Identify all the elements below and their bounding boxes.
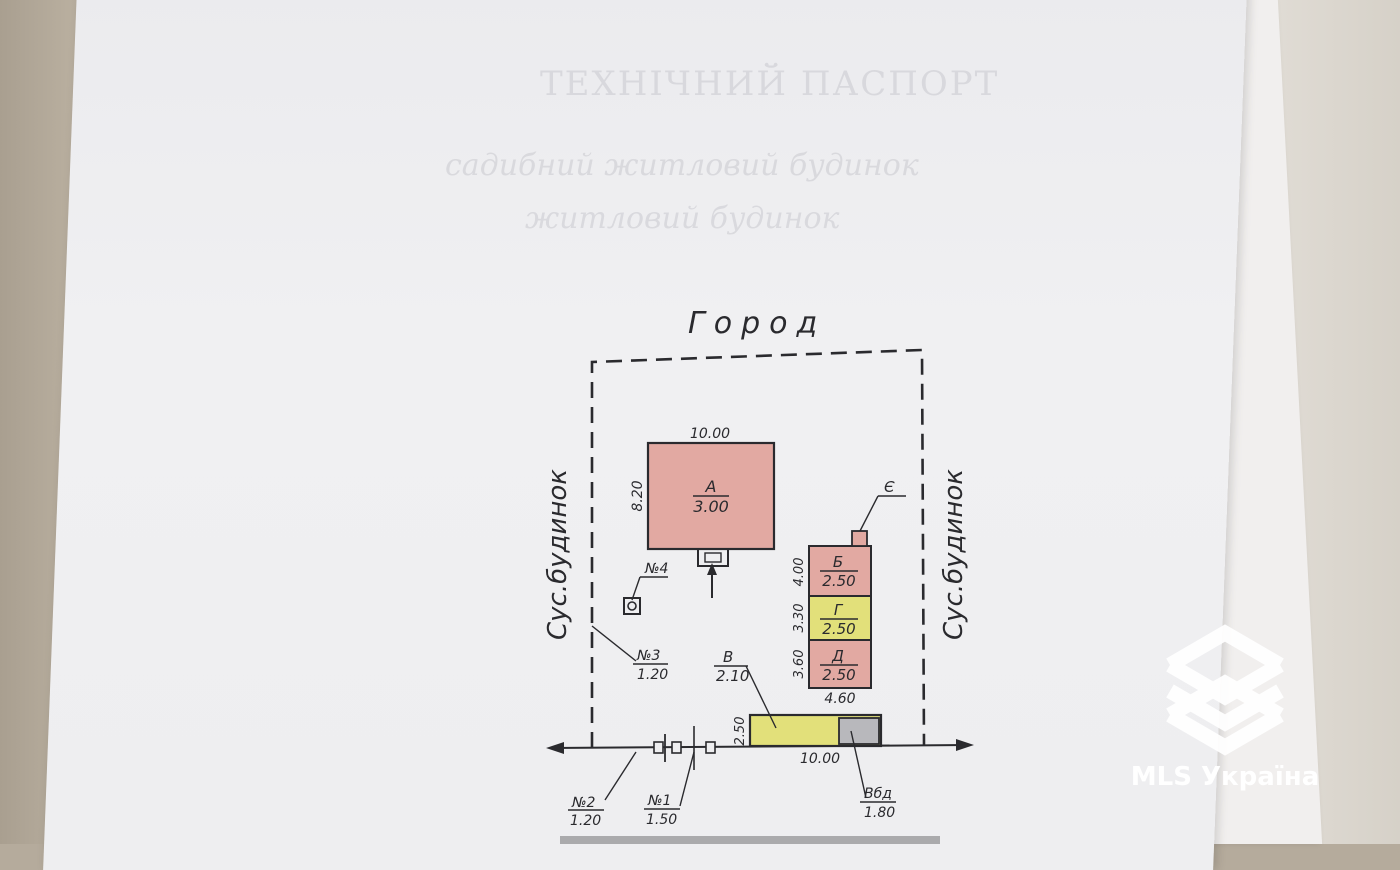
- building-b-letter: Б: [833, 553, 843, 571]
- mls-logo-icon: [1166, 624, 1284, 756]
- building-a-porch: [697, 548, 729, 567]
- marker-3-label: №3: [636, 648, 660, 664]
- north-label: Город: [688, 306, 826, 341]
- building-g-letter: Г: [834, 601, 844, 619]
- building-a-porch-step: [704, 552, 722, 563]
- marker-2-value: 1.20: [570, 813, 601, 829]
- street-arrow-left: [546, 742, 564, 754]
- building-v-width-dim: 10.00: [800, 751, 840, 767]
- bg-heading-line2: садибний житловий будинок: [445, 148, 919, 183]
- building-vbd-height: 1.80: [864, 805, 895, 821]
- building-v-letter: В: [723, 648, 733, 666]
- marker-4-leader: [631, 576, 641, 601]
- building-vbd-letter: Вбд: [864, 786, 892, 802]
- gate-post-1: [653, 741, 664, 754]
- east-neighbor-label: Сус.будинок: [939, 469, 969, 640]
- stack-width-dim: 4.60: [824, 691, 855, 707]
- building-ye: [851, 530, 868, 547]
- building-a-depth-dim: 8.20: [630, 480, 646, 511]
- mls-watermark: MLS Україна: [1131, 624, 1320, 792]
- building-d: [808, 639, 872, 689]
- building-v-leader: [745, 665, 777, 729]
- building-ye-letter: Є: [884, 478, 895, 496]
- building-b-dim: 4.00: [792, 558, 807, 587]
- site-plan-drawing: ТЕХНІЧНИЙ ПАСПОРТ садибний житловий буди…: [445, 62, 999, 844]
- marker-1-value: 1.50: [646, 812, 677, 828]
- marker-4-square: [623, 597, 641, 615]
- marker-4-circle: [627, 601, 637, 611]
- building-g-dim: 3.30: [792, 604, 807, 633]
- marker-4-label: №4: [644, 561, 668, 577]
- building-a-width-dim: 10.00: [690, 426, 730, 442]
- watermark-text: MLS Україна: [1131, 762, 1320, 792]
- bg-heading-line1: ТЕХНІЧНИЙ ПАСПОРТ: [540, 62, 999, 104]
- building-b-height: 2.50: [822, 572, 855, 590]
- marker-3-leader: [591, 625, 637, 662]
- building-d-letter: Д: [831, 647, 844, 665]
- bg-heading-line3: житловий будинок: [525, 201, 840, 236]
- building-a-letter: А: [705, 477, 717, 496]
- marker-2-leader: [604, 751, 637, 801]
- building-g-height: 2.50: [822, 620, 855, 638]
- building-d-height: 2.50: [822, 666, 855, 684]
- gate-post-3: [705, 741, 716, 754]
- marker-1-label: №1: [647, 793, 671, 809]
- building-ye-leader: [859, 495, 879, 532]
- entry-arrow-head: [707, 563, 717, 575]
- marker-1-leader: [679, 751, 695, 807]
- marker-2-label: №2: [571, 795, 596, 811]
- building-v-depth-dim: 2.50: [733, 717, 748, 746]
- bottom-caption-fragment: [560, 836, 940, 844]
- building-v-height: 2.10: [716, 667, 749, 685]
- building-d-dim: 3.60: [792, 650, 807, 679]
- street-arrow-right: [956, 739, 974, 751]
- building-a-height: 3.00: [693, 497, 729, 516]
- plot-boundary: [590, 348, 926, 748]
- marker-3-value: 1.20: [637, 667, 668, 683]
- building-vbd: [838, 717, 880, 745]
- gate-post-2: [671, 741, 682, 754]
- building-vbd-leader: [850, 730, 867, 799]
- west-neighbor-label: Сус.будинок: [543, 469, 573, 640]
